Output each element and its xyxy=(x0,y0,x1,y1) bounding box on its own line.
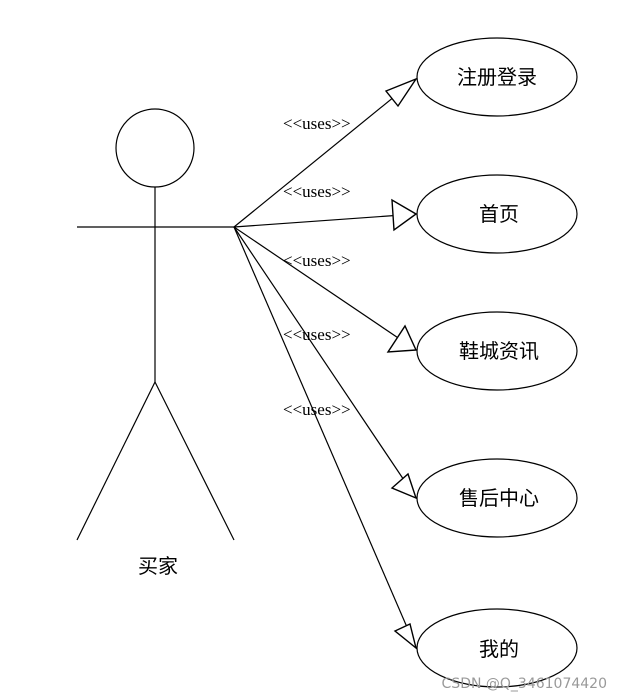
association-arrowhead xyxy=(384,77,418,108)
use-case-label: 售后中心 xyxy=(459,486,539,510)
association-line xyxy=(233,226,417,649)
actor-head xyxy=(115,108,195,188)
use-case-home: 首页 xyxy=(416,174,578,254)
association-stereotype: <<uses>> xyxy=(283,325,351,344)
use-case-label: 首页 xyxy=(479,202,519,226)
use-case-ellipse xyxy=(416,458,578,538)
association-line xyxy=(233,226,417,499)
association-line xyxy=(233,226,417,351)
use-case-mine: 我的 xyxy=(416,608,578,688)
use-case-ellipse xyxy=(416,311,578,391)
association-arrowhead xyxy=(386,324,418,353)
association-arrowhead xyxy=(393,623,418,650)
use-case-label: 注册登录 xyxy=(457,65,537,89)
use-case-ellipse xyxy=(416,608,578,688)
association-after-sales: <<uses>> xyxy=(233,226,418,500)
use-case-register-login: 注册登录 xyxy=(416,37,578,117)
association-stereotype: <<uses>> xyxy=(283,251,351,270)
actor-buyer: 买家 xyxy=(76,108,235,578)
use-case-label: 鞋城资讯 xyxy=(459,339,539,363)
watermark: CSDN @Q_3461074420 xyxy=(442,676,607,692)
actor-label: 买家 xyxy=(138,554,178,578)
use-case-label: 我的 xyxy=(479,637,519,661)
association-stereotype: <<uses>> xyxy=(283,114,351,133)
association-line xyxy=(233,78,417,228)
association-arrowhead xyxy=(390,472,418,500)
association-line xyxy=(233,213,417,228)
association-shoe-news: <<uses>> xyxy=(233,226,418,353)
use-case-after-sales: 售后中心 xyxy=(416,458,578,538)
association-stereotype: <<uses>> xyxy=(283,182,351,201)
association-register-login: <<uses>> xyxy=(233,77,418,228)
actor-right-leg xyxy=(154,381,235,541)
association-home: <<uses>> xyxy=(233,182,418,232)
use-case-ellipse xyxy=(416,37,578,117)
actor-left-leg xyxy=(76,381,156,541)
association-mine: <<uses>> xyxy=(233,226,418,650)
use-case-shoe-news: 鞋城资讯 xyxy=(416,311,578,391)
use-case-ellipse xyxy=(416,174,578,254)
association-arrowhead xyxy=(391,198,418,232)
association-stereotype: <<uses>> xyxy=(283,400,351,419)
